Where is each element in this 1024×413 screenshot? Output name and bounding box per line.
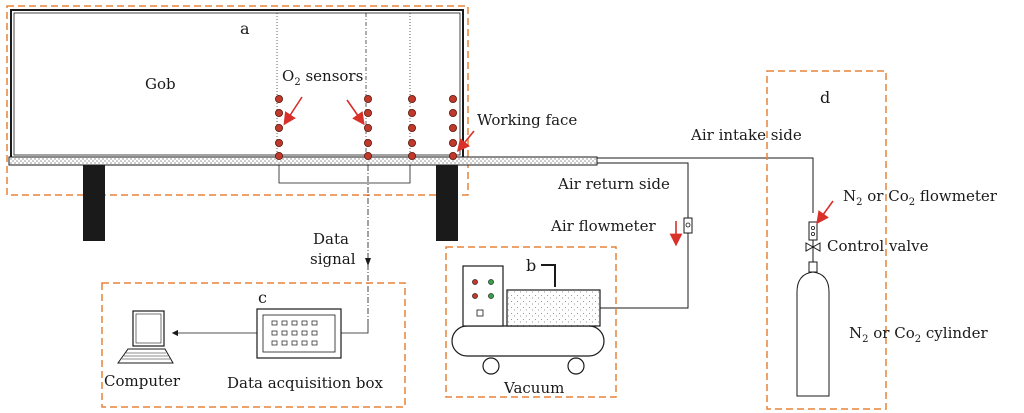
gob-chamber [10,9,464,159]
label-working-face: Working face [477,111,577,129]
o2-arrow-left [283,96,303,126]
label-gas-cylinder: N2 or Co2 cylinder [849,324,989,345]
o2-arrow-right [346,99,365,126]
vacuum-pump [451,265,605,375]
sensor-column-2 [363,95,372,160]
working-face-arrow [456,130,475,152]
label-d: d [820,88,830,107]
support-right [436,165,458,241]
label-control-valve: Control valve [827,237,929,255]
label-a: a [240,19,250,38]
gob-chamber-inner [13,12,461,156]
computer-icon [117,310,174,364]
label-gob: Gob [145,75,176,93]
label-air-return-side: Air return side [557,175,670,193]
label-data-signal-2: signal [310,250,356,268]
label-b: b [526,256,536,275]
region-d-dashed-box [766,70,887,410]
data-acquisition-box [256,308,342,359]
label-c: c [258,288,267,307]
air-return-pipe [594,162,689,309]
label-o2-sensors: O2 sensors [282,67,363,88]
label-air-intake-side: Air intake side [690,126,802,144]
air-intake-pipe [597,157,814,213]
label-data-signal-1: Data [313,230,349,248]
sensor-wiring [278,165,411,184]
air-flowmeter [683,217,693,234]
gas-cylinder [796,261,830,397]
label-data-acquisition-box: Data acquisition box [227,374,384,392]
gas-flowmeter-arrow [816,200,834,225]
floor-layer [8,156,598,166]
sensor-column-4 [448,95,457,160]
sensor-column-3 [407,95,416,160]
label-air-flowmeter: Air flowmeter [550,217,656,235]
region-a-dashed-box [6,5,469,196]
control-valve [805,241,821,252]
label-computer: Computer [104,372,181,390]
sensor-column-1 [274,95,283,160]
label-vacuum: Vacuum [503,379,564,397]
region-b-dashed-box [445,246,617,398]
gas-flowmeter [808,221,818,241]
label-gas-flowmeter: N2 or Co2 flowmeter [843,187,998,208]
region-c-dashed-box [101,282,406,408]
support-left [83,165,105,241]
